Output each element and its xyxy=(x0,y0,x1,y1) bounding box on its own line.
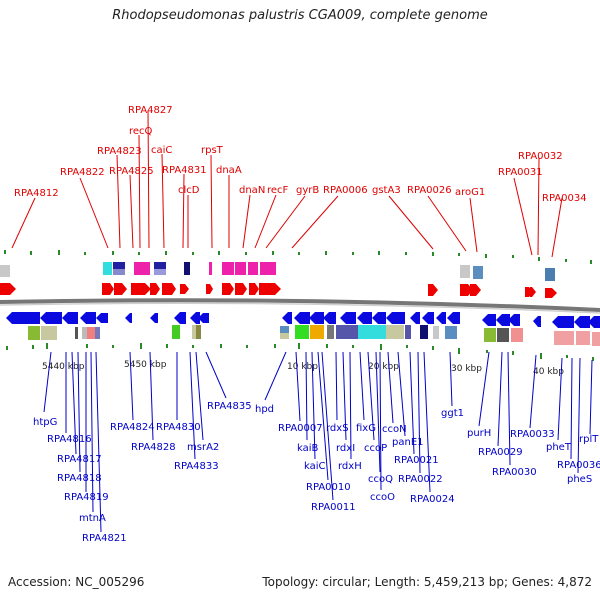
scale-label: 20 kbp xyxy=(368,362,399,372)
gene-label-top: RPA4822 xyxy=(60,167,105,178)
scale-label: 5450 kbp xyxy=(124,360,167,370)
bottom-tick-row xyxy=(6,343,594,361)
bottom-strand-genes xyxy=(6,312,600,328)
gene-label-bottom: panE1 xyxy=(392,437,424,448)
gene-label-bottom: rdxH xyxy=(338,461,362,472)
gene-label-bottom: ccoQ xyxy=(368,474,393,485)
gene-label-bottom: RPA4833 xyxy=(174,461,219,472)
scale-label: 30 kbp xyxy=(451,364,482,374)
gene-label-top: clcD xyxy=(178,185,200,196)
bottom-category-boxes xyxy=(28,325,600,346)
gene-label-top: RPA0034 xyxy=(542,193,587,204)
gene-label-bottom: pheS xyxy=(567,474,592,485)
gene-label-bottom: RPA0010 xyxy=(306,482,351,493)
gene-label-bottom: kaiB xyxy=(297,443,319,454)
gene-label-bottom: RPA0033 xyxy=(510,429,555,440)
scale-labels: 5440 kbp 5450 kbp 10 kbp 20 kbp 30 kbp 4… xyxy=(42,360,564,377)
gene-label-top: gstA3 xyxy=(372,185,401,196)
gene-label-bottom: RPA4816 xyxy=(47,434,92,445)
gene-label-top: caiC xyxy=(151,145,172,156)
gene-label-bottom: RPA0011 xyxy=(311,502,356,513)
gene-label-bottom: RPA0024 xyxy=(410,494,455,505)
gene-label-bottom: ccoP xyxy=(364,443,387,454)
gene-label-bottom: mtnA xyxy=(79,513,106,524)
top-tick-row xyxy=(4,250,592,264)
gene-label-top: dnaA xyxy=(216,165,242,176)
gene-label-bottom: RPA4835 xyxy=(207,401,252,412)
gene-label-bottom: RPA4830 xyxy=(156,422,201,433)
top-leader-lines xyxy=(11,110,563,258)
gene-label-bottom: rdxI xyxy=(336,443,355,454)
gene-label-bottom: RPA4819 xyxy=(64,492,109,503)
gene-label-top: RPA0026 xyxy=(407,185,452,196)
genome-backbone xyxy=(0,298,600,312)
gene-label-top: dnaN xyxy=(239,185,265,196)
gene-label-bottom: purH xyxy=(467,428,491,439)
gene-label-bottom: RPA4821 xyxy=(82,533,127,544)
gene-label-bottom: RPA4828 xyxy=(131,442,176,453)
gene-label-bottom: RPA0030 xyxy=(492,467,537,478)
gene-label-top: gyrB xyxy=(296,185,319,196)
gene-label-top: RPA4825 xyxy=(109,166,154,177)
top-category-boxes xyxy=(0,262,555,281)
gene-label-bottom: msrA2 xyxy=(187,442,219,453)
genome-summary-text: Topology: circular; Length: 5,459,213 bp… xyxy=(262,575,592,589)
gene-label-top: rpsT xyxy=(201,145,224,156)
gene-label-bottom: RPA4817 xyxy=(57,454,102,465)
gene-label-bottom: RPA4818 xyxy=(57,473,102,484)
gene-label-bottom: htpG xyxy=(33,417,57,428)
gene-label-bottom: rplT xyxy=(579,434,599,445)
gene-label-top: RPA4831 xyxy=(162,165,207,176)
gene-label-bottom: hpd xyxy=(255,404,274,415)
top-gene-labels: RPA4812 RPA4822 RPA4823 RPA4825 RPA4827 … xyxy=(14,105,587,204)
gene-label-bottom: ccoO xyxy=(370,492,395,503)
gene-label-bottom: pheT xyxy=(546,442,572,453)
gene-label-top: recQ xyxy=(129,126,153,137)
accession-text: Accession: NC_005296 xyxy=(8,575,145,589)
gene-label-top: RPA0032 xyxy=(518,151,563,162)
gene-label-bottom: RPA4824 xyxy=(110,422,155,433)
gene-label-bottom: ggt1 xyxy=(441,408,464,419)
gene-label-top: RPA0006 xyxy=(323,185,368,196)
gene-label-bottom: RPA0036 xyxy=(557,460,600,471)
gene-label-top: RPA4827 xyxy=(128,105,173,116)
map-title: Rhodopseudomonas palustris CGA009, compl… xyxy=(112,8,488,23)
gene-label-bottom: fixG xyxy=(356,423,376,434)
scale-label: 10 kbp xyxy=(287,362,318,372)
gene-label-top: recF xyxy=(267,185,289,196)
gene-label-bottom: ccoN xyxy=(382,424,407,435)
gene-label-top: aroG1 xyxy=(455,187,485,198)
scale-label: 40 kbp xyxy=(533,367,564,377)
top-strand-genes xyxy=(0,283,557,298)
gene-label-bottom: RPA0022 xyxy=(398,474,443,485)
gene-label-top: RPA4812 xyxy=(14,188,59,199)
gene-label-bottom: rdxS xyxy=(326,423,349,434)
bottom-gene-labels: htpG RPA4816 RPA4817 RPA4818 RPA4819 mtn… xyxy=(33,401,600,544)
gene-label-top: RPA4823 xyxy=(97,146,142,157)
gene-label-bottom: RPA0021 xyxy=(394,455,439,466)
bottom-leader-lines xyxy=(43,351,593,533)
gene-label-bottom: RPA0007 xyxy=(278,423,323,434)
gene-label-top: RPA0031 xyxy=(498,167,543,178)
gene-label-bottom: kaiC xyxy=(304,461,326,472)
scale-label: 5440 kbp xyxy=(42,362,85,372)
gene-label-bottom: RPA0029 xyxy=(478,447,523,458)
